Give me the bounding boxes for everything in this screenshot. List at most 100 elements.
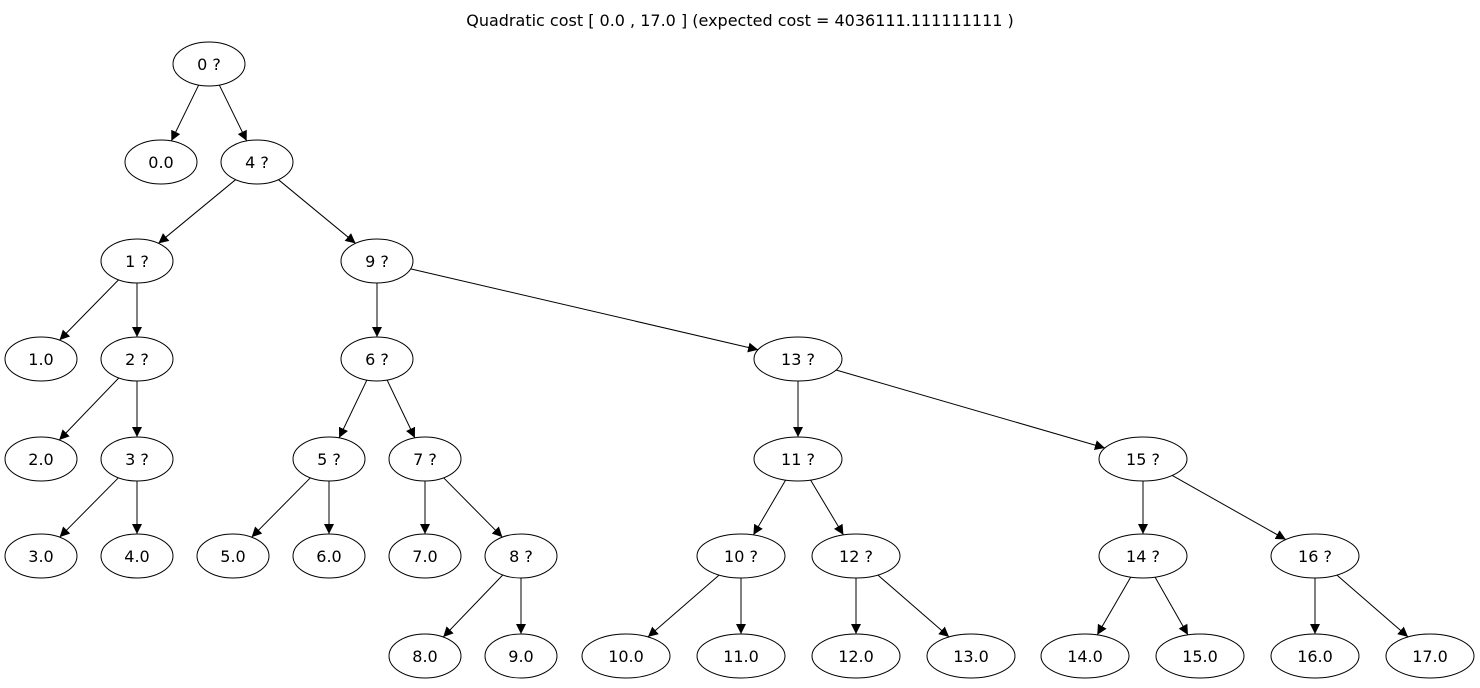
node-ellipse bbox=[581, 633, 671, 679]
node-label: 7 ? bbox=[413, 450, 437, 469]
node-label: 7.0 bbox=[412, 547, 437, 566]
leaf-node-l13: 13.0 bbox=[926, 633, 1016, 679]
question-node-q1: 1 ? bbox=[100, 238, 174, 284]
node-ellipse bbox=[4, 533, 78, 579]
node-ellipse bbox=[1270, 633, 1360, 679]
node-label: 0.0 bbox=[148, 153, 173, 172]
edge-arrow-q11-q10 bbox=[752, 479, 787, 536]
edge-arrow-q3-l3 bbox=[59, 477, 119, 538]
leaf-node-l11: 11.0 bbox=[696, 633, 786, 679]
node-label: 10 ? bbox=[724, 547, 758, 566]
node-label: 17.0 bbox=[1412, 647, 1448, 666]
node-label: 8.0 bbox=[412, 647, 437, 666]
node-ellipse bbox=[292, 436, 366, 482]
node-label: 12.0 bbox=[838, 647, 874, 666]
node-label: 6.0 bbox=[316, 547, 341, 566]
leaf-node-l15: 15.0 bbox=[1155, 633, 1245, 679]
question-node-q3: 3 ? bbox=[100, 436, 174, 482]
leaf-node-l3: 3.0 bbox=[4, 533, 78, 579]
node-ellipse bbox=[484, 633, 558, 679]
diagram-title: Quadratic cost [ 0.0 , 17.0 ] (expected … bbox=[466, 11, 1014, 30]
node-label: 16.0 bbox=[1297, 647, 1333, 666]
question-node-q5: 5 ? bbox=[292, 436, 366, 482]
node-label: 9 ? bbox=[365, 252, 389, 271]
node-label: 13 ? bbox=[781, 350, 815, 369]
node-ellipse bbox=[4, 336, 78, 382]
node-label: 0 ? bbox=[197, 55, 221, 74]
node-label: 13.0 bbox=[953, 647, 989, 666]
node-ellipse bbox=[388, 633, 462, 679]
edge-arrow-q10-l10 bbox=[647, 574, 720, 638]
question-node-q7: 7 ? bbox=[388, 436, 462, 482]
edge-arrow-q5-l5 bbox=[251, 477, 311, 538]
node-label: 1.0 bbox=[28, 350, 53, 369]
node-label: 11.0 bbox=[723, 647, 759, 666]
leaf-node-l16: 16.0 bbox=[1270, 633, 1360, 679]
node-ellipse bbox=[4, 436, 78, 482]
node-label: 3 ? bbox=[125, 450, 149, 469]
node-ellipse bbox=[1098, 436, 1188, 482]
node-ellipse bbox=[100, 238, 174, 284]
edge-arrow-q14-l14 bbox=[1096, 576, 1132, 636]
node-ellipse bbox=[926, 633, 1016, 679]
node-ellipse bbox=[100, 436, 174, 482]
node-label: 15.0 bbox=[1182, 647, 1218, 666]
node-label: 16 ? bbox=[1298, 547, 1332, 566]
node-label: 5 ? bbox=[317, 450, 341, 469]
node-ellipse bbox=[1385, 633, 1475, 679]
node-ellipse bbox=[124, 139, 198, 185]
leaf-node-l8: 8.0 bbox=[388, 633, 462, 679]
node-label: 4 ? bbox=[245, 153, 269, 172]
edge-arrow-q14-l15 bbox=[1154, 576, 1189, 636]
leaf-node-l10: 10.0 bbox=[581, 633, 671, 679]
node-label: 1 ? bbox=[125, 252, 149, 271]
question-node-q11: 11 ? bbox=[753, 436, 843, 482]
node-layer: 0 ? 0.0 4 ? 1 ? 9 ? 1.0 2 ? 6 ? 13 ? 2.0 3 ? 5 ? 7 ?… bbox=[4, 41, 1475, 679]
question-node-q15: 15 ? bbox=[1098, 436, 1188, 482]
edge-arrow-q13-q15 bbox=[835, 369, 1106, 450]
edge-layer bbox=[58, 84, 1409, 638]
edge-arrow-q6-q7 bbox=[386, 379, 416, 439]
node-ellipse bbox=[1098, 533, 1188, 579]
node-ellipse bbox=[100, 533, 174, 579]
node-ellipse bbox=[340, 238, 414, 284]
leaf-node-l5: 5.0 bbox=[196, 533, 270, 579]
node-label: 5.0 bbox=[220, 547, 245, 566]
edge-arrow-q4-q1 bbox=[158, 179, 236, 244]
leaf-node-l1: 1.0 bbox=[4, 336, 78, 382]
node-label: 6 ? bbox=[365, 350, 389, 369]
node-ellipse bbox=[696, 633, 786, 679]
leaf-node-l14: 14.0 bbox=[1040, 633, 1130, 679]
node-label: 4.0 bbox=[124, 547, 149, 566]
node-label: 15 ? bbox=[1126, 450, 1160, 469]
question-node-q12: 12 ? bbox=[811, 533, 901, 579]
node-ellipse bbox=[1270, 533, 1360, 579]
leaf-node-l0: 0.0 bbox=[124, 139, 198, 185]
node-label: 8 ? bbox=[509, 547, 533, 566]
edge-arrow-q6-q5 bbox=[338, 379, 368, 439]
node-ellipse bbox=[753, 336, 843, 382]
node-label: 10.0 bbox=[608, 647, 644, 666]
edge-arrow-q0-q4 bbox=[218, 84, 248, 142]
node-label: 9.0 bbox=[508, 647, 533, 666]
node-label: 14.0 bbox=[1067, 647, 1103, 666]
node-label: 3.0 bbox=[28, 547, 53, 566]
leaf-node-l9: 9.0 bbox=[484, 633, 558, 679]
node-ellipse bbox=[811, 533, 901, 579]
question-node-q13: 13 ? bbox=[753, 336, 843, 382]
edge-arrow-q15-q16 bbox=[1171, 475, 1287, 540]
node-ellipse bbox=[1040, 633, 1130, 679]
leaf-node-l6: 6.0 bbox=[292, 533, 366, 579]
leaf-node-l2: 2.0 bbox=[4, 436, 78, 482]
node-ellipse bbox=[388, 436, 462, 482]
question-node-q6: 6 ? bbox=[340, 336, 414, 382]
question-node-q0: 0 ? bbox=[172, 41, 246, 87]
node-ellipse bbox=[388, 533, 462, 579]
question-node-q2: 2 ? bbox=[100, 336, 174, 382]
node-label: 2.0 bbox=[28, 450, 53, 469]
leaf-node-l17: 17.0 bbox=[1385, 633, 1475, 679]
node-label: 12 ? bbox=[839, 547, 873, 566]
node-ellipse bbox=[196, 533, 270, 579]
node-ellipse bbox=[100, 336, 174, 382]
question-node-q4: 4 ? bbox=[220, 139, 294, 185]
